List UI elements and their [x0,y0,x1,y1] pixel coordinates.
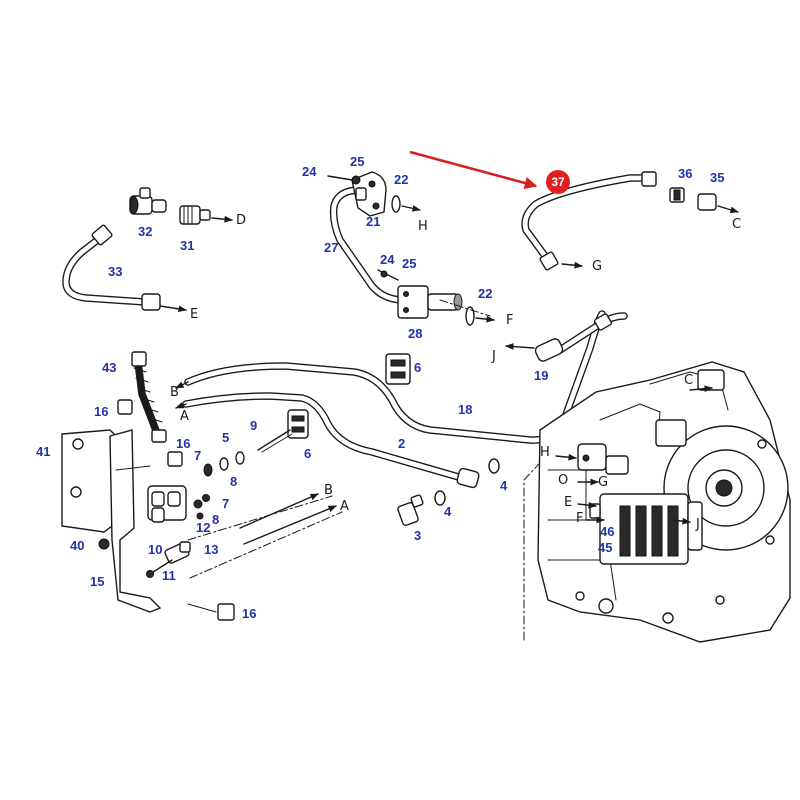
callout-24-lower: 24 [380,252,395,267]
connector-a-left: A [180,409,189,424]
connector-f: F [506,313,513,328]
callout-22-lower: 22 [478,286,492,301]
callout-25-lower: 25 [402,256,416,271]
callout-25-top: 25 [350,154,364,169]
callout-11: 11 [162,568,176,583]
callout-13: 13 [204,542,218,557]
connector-letters: D E H F C G J B A B A H O G C E F J [170,213,741,532]
bolt-24-top [327,175,361,185]
adapter-36 [669,187,685,203]
pipe-27 [329,186,408,304]
callout-10: 10 [148,542,162,557]
callout-2: 2 [398,436,405,451]
manifold-h-o [577,443,629,475]
washers-5-7 [203,451,245,477]
adapter-31 [179,205,233,225]
washer-4 [434,458,500,506]
fitting-10-11-13 [146,541,191,578]
callout-labels: 24 25 22 21 27 24 25 22 28 36 35 32 31 3… [36,154,724,621]
plug-3 [397,494,424,526]
callout-12: 12 [196,520,210,535]
callout-4-a: 4 [500,478,508,493]
callout-16-c: 16 [242,606,256,621]
connector-j: J [491,349,496,364]
flange-28 [397,285,463,319]
callout-21: 21 [366,214,380,229]
washer-22-top [391,195,421,213]
bolt-9 [257,429,293,453]
bracket-15 [109,429,162,613]
callout-7-b: 7 [222,496,229,511]
flange-21 [351,171,387,217]
connector-f-housing: F [576,511,583,526]
connector-b-center: B [324,483,333,498]
highlight-arrow [409,150,538,190]
callout-27: 27 [324,240,338,255]
connector-h: H [418,219,428,234]
callout-6-lower: 6 [304,446,311,461]
callout-24-top: 24 [302,164,317,179]
clip-6-upper [385,353,411,385]
tee-fitting-32 [129,187,167,215]
pipe-37 [521,171,657,271]
callout-31: 31 [180,238,194,253]
callout-35: 35 [710,170,724,185]
callout-3: 3 [414,528,421,543]
highlight-badge-circle [546,170,570,194]
connector-g: G [592,259,602,274]
connector-c: C [732,217,741,232]
callout-15: 15 [90,574,104,589]
arrows-ba-center [239,493,337,545]
callout-32: 32 [138,224,152,239]
callout-8-a: 8 [230,474,237,489]
valve-block [147,485,210,523]
callout-5: 5 [222,430,229,445]
callout-9: 9 [250,418,257,433]
hose-43 [131,351,167,443]
callout-28: 28 [408,326,422,341]
callout-8-b: 8 [212,512,219,527]
callout-40: 40 [70,538,84,553]
adapter-35 [697,193,739,214]
nut-40 [98,538,110,550]
bracket-41 [61,429,121,533]
callout-36: 36 [678,166,692,181]
connector-arrows-right [555,385,713,525]
callout-4-b: 4 [444,504,452,519]
pipe-18 [175,310,606,444]
pipe-33 [62,224,187,313]
callout-45: 45 [598,540,612,555]
connector-e: E [190,307,198,322]
clips-16 [117,399,235,621]
pipe-2 [175,392,480,489]
callout-41: 41 [36,444,50,459]
connector-j-housing: J [695,517,700,532]
connector-e-housing: E [564,495,572,510]
connector-c-housing: C [684,373,693,388]
callout-16-a: 16 [94,404,108,419]
callout-43: 43 [102,360,116,375]
highlight-badge-37: 37 [546,170,570,194]
connector-g-housing: G [598,475,608,490]
callout-16-b: 16 [176,436,190,451]
connector-b-left: B [170,385,179,400]
connector-h-housing: H [540,445,550,460]
highlight-badge-label: 37 [551,175,565,189]
callout-19: 19 [534,368,548,383]
pipe-19 [505,312,628,362]
callout-6-upper: 6 [414,360,421,375]
bolt-24-lower [377,269,399,281]
connector-d: D [236,213,246,228]
callout-7-a: 7 [194,448,201,463]
callout-18: 18 [458,402,472,417]
callout-46: 46 [600,524,614,539]
callout-33: 33 [108,264,122,279]
connector-a-center: A [340,499,349,514]
clip-6-lower [287,409,309,439]
callout-22-top: 22 [394,172,408,187]
connector-o-housing: O [558,473,568,488]
washer-22-lower [465,306,495,326]
